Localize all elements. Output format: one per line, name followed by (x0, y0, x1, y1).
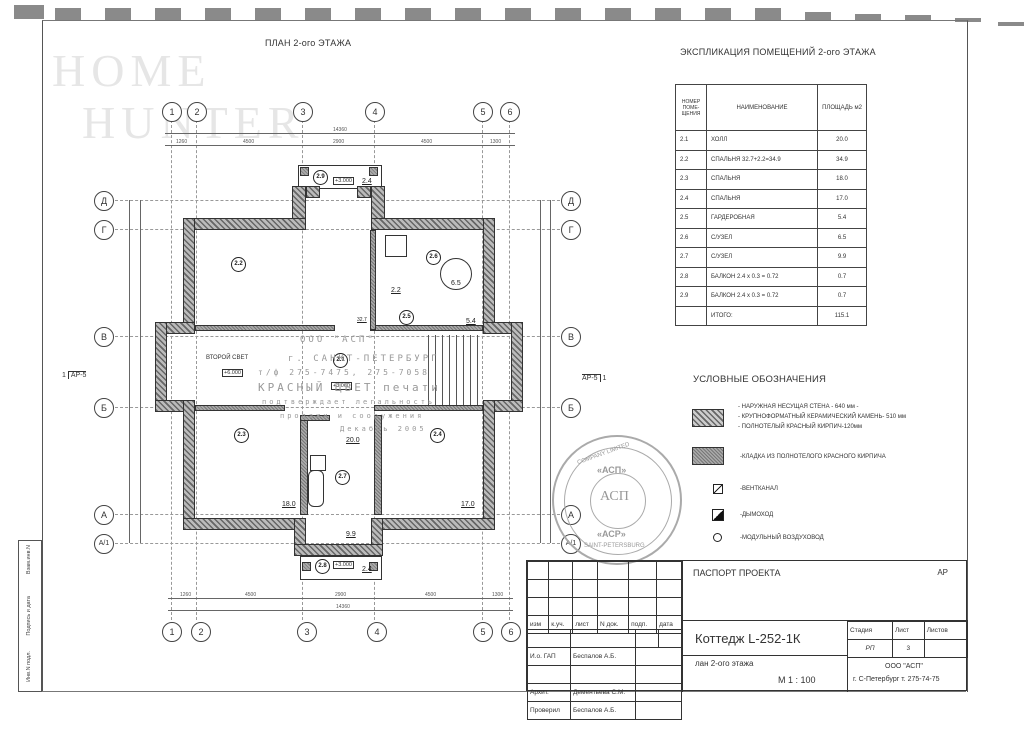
axis-bubble-6-top: 6 (500, 102, 520, 122)
axis-bubble-D-right: Д (561, 191, 581, 211)
shower-icon (310, 455, 326, 471)
shower-2-6-icon (385, 235, 407, 257)
axis-bubble-3-top: 3 (293, 102, 313, 122)
area-label-2-7: 9.9 (346, 531, 356, 538)
axis-bubble-1-top: 1 (162, 102, 182, 122)
col-header-area: ПЛОЩАДЬ м2 (817, 84, 867, 131)
area-label-2-2-note: 32.7 (357, 317, 367, 323)
room-tag-2-5: 2.5 (399, 310, 414, 325)
room-tag-2-2: 2.2 (231, 257, 246, 272)
legend-text-outer-wall-2: - КРУПНОФОРМАТНЫЙ КЕРАМИЧЕСКИЙ КАМЕНЬ- 5… (738, 414, 907, 420)
table-row-total: ИТОГО:115.1 (675, 305, 867, 326)
level-hall: +3.060 (331, 382, 352, 390)
explication-table: НОМЕР ПОМЕ- ЩЕНИЯ НАИМЕНОВАНИЕ ПЛОЩАДЬ м… (675, 84, 867, 326)
room-tag-2-7: 2.7 (335, 470, 350, 485)
axis-bubble-4-top: 4 (365, 102, 385, 122)
section-mark-left: 1 АР-5 (62, 371, 87, 379)
axis-bubble-G-left: Г (94, 220, 114, 240)
staircase (428, 335, 483, 405)
legend-text-chimney: -ДЫМОХОД (740, 512, 774, 518)
area-label-2-9: 2.4 (362, 178, 372, 185)
area-label-2-1: 20.0 (346, 437, 360, 444)
vent-channel-icon (713, 484, 723, 494)
sheet-frame (42, 20, 968, 692)
air-duct-icon (713, 533, 722, 542)
legend-text-vent: -ВЕНТКАНАЛ (740, 486, 778, 492)
company-seal: COMPANY LIMITED «АСП» АСП «АСР» SAINT-PE… (552, 435, 682, 565)
level-second-light: +6.000 (222, 369, 243, 377)
bathtub-icon (308, 470, 324, 507)
area-label-2-3: 18.0 (282, 501, 296, 508)
watermark: HOME HUNTER (52, 45, 305, 148)
company-name: ООО "АСП" (885, 663, 923, 670)
axis-bubble-1-bottom: 1 (162, 622, 182, 642)
axis-bubble-2-top: 2 (187, 102, 207, 122)
sheet-frame-bottom (42, 691, 966, 692)
axis-bubble-2-bottom: 2 (191, 622, 211, 642)
room-tag-2-6: 2.6 (426, 250, 441, 265)
axis-bubble-5-bottom: 5 (473, 622, 493, 642)
outer-wall-hatch-icon (692, 409, 724, 427)
chimney-icon (712, 509, 724, 521)
col-header-number: НОМЕР ПОМЕ- ЩЕНИЯ (675, 84, 707, 131)
area-label-2-4: 17.0 (461, 501, 475, 508)
axis-bubble-A1-left: А/1 (94, 534, 114, 554)
level-balcony-top: +3.000 (333, 177, 354, 185)
side-binding-strip: Взам.инв.N Подпись и дата Инв.N подл. (18, 540, 42, 692)
axis-bubble-B-right: Б (561, 398, 581, 418)
area-label-2-5: 5.4 (466, 318, 476, 325)
room-tag-2-4: 2.4 (430, 428, 445, 443)
axis-bubble-V-right: В (561, 327, 581, 347)
axis-bubble-V-left: В (94, 327, 114, 347)
section-code: АР (937, 568, 948, 577)
bathtub-corner-icon (440, 258, 472, 290)
room-tag-2-9: 2.9 (313, 170, 328, 185)
area-label-2-8: 2.4 (362, 566, 372, 573)
axis-bubble-6-bottom: 6 (501, 622, 521, 642)
legend-text-air-duct: -МОДУЛЬНЫЙ ВОЗДУХОВОД (740, 535, 824, 541)
axis-bubble-3-bottom: 3 (297, 622, 317, 642)
scale: М 1 : 100 (778, 675, 816, 685)
area-label-2-6: 6.5 (451, 280, 461, 287)
second-light-label: ВТОРОЙ СВЕТ (206, 355, 249, 361)
drawing-name: лан 2-ого этажа (695, 659, 754, 668)
legend-title: УСЛОВНЫЕ ОБОЗНАЧЕНИЯ (693, 374, 827, 385)
legend-text-outer-wall-3: - ПОЛНОТЕЛЫЙ КРАСНЫЙ КИРПИЧ-120мм (738, 424, 863, 430)
legend-text-outer-wall-1: - НАРУЖНАЯ НЕСУЩАЯ СТЕНА - 640 мм - (738, 404, 859, 410)
section-mark-right: АР-5 1 (582, 374, 607, 382)
legend-text-brick: -КЛАДКА ИЗ ПОЛНОТЕЛОГО КРАСНОГО КИРПИЧА (740, 454, 886, 460)
area-label-2-2: 2.2 (391, 287, 401, 294)
brick-hatch-icon (692, 447, 724, 465)
project-passport-label: ПАСПОРТ ПРОЕКТА (693, 568, 781, 578)
axis-bubble-B-left: Б (94, 398, 114, 418)
room-tag-2-3: 2.3 (234, 428, 249, 443)
axis-bubble-G-right: Г (561, 220, 581, 240)
col-header-name: НАИМЕНОВАНИЕ (706, 84, 818, 131)
axis-bubble-4-bottom: 4 (367, 622, 387, 642)
axis-bubble-D-left: Д (94, 191, 114, 211)
plan-title: ПЛАН 2-ого ЭТАЖА (265, 38, 352, 48)
explication-title: ЭКСПЛИКАЦИЯ ПОМЕЩЕНИЙ 2-ого ЭТАЖА (680, 47, 876, 57)
level-balcony-bottom: +3.000 (333, 561, 354, 569)
axis-bubble-A-left: А (94, 505, 114, 525)
company-city: г. С-Петербург т. 275-74-75 (853, 676, 940, 683)
room-tag-2-1: 2.1 (333, 353, 348, 368)
axis-bubble-5-top: 5 (473, 102, 493, 122)
project-name: Коттедж L-252-1К (695, 631, 801, 646)
room-tag-2-8: 2.8 (315, 559, 330, 574)
